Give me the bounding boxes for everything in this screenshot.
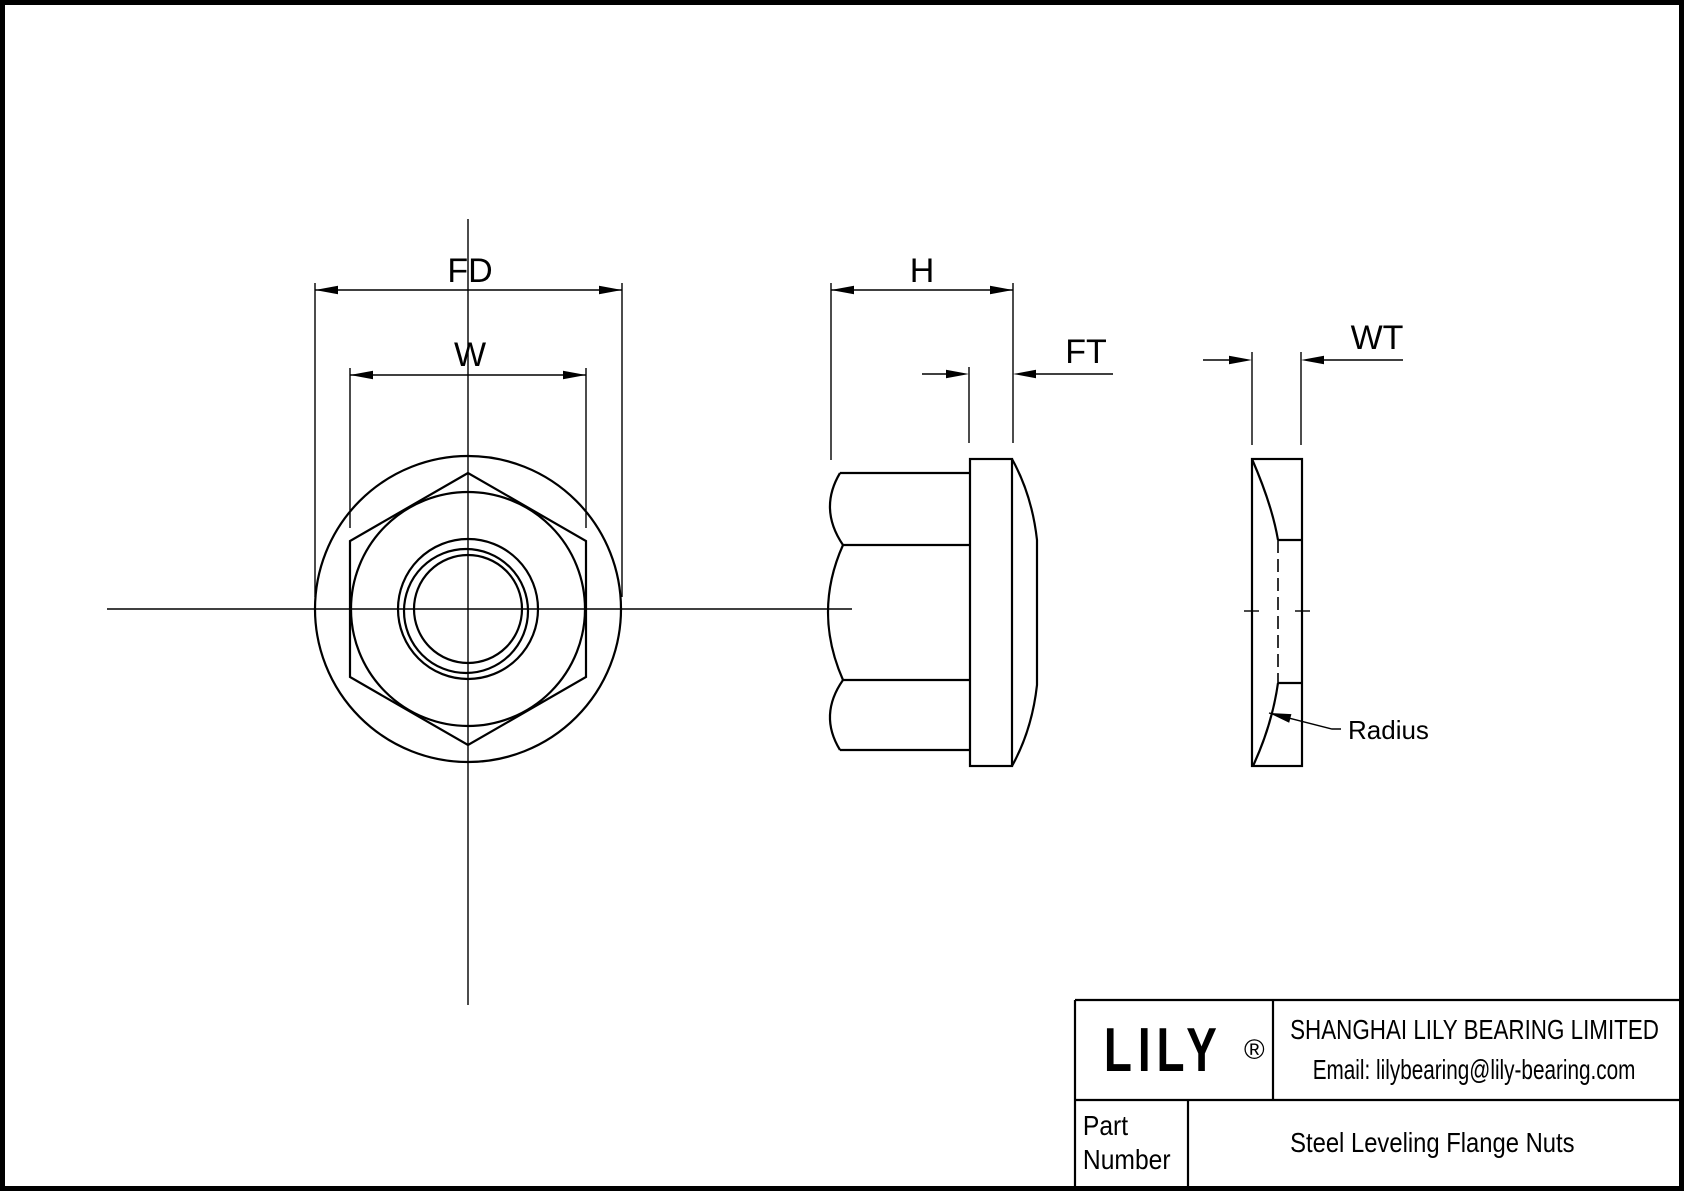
part-title-cell: Steel Leveling Flange Nuts	[1188, 1100, 1676, 1186]
thread-bore-circle	[412, 553, 524, 665]
dimension-wt: WT	[1203, 319, 1403, 445]
w-arrow-left	[350, 370, 373, 380]
radius-note-label: Radius	[1348, 715, 1429, 745]
part-number-label-cell: Part Number	[1075, 1100, 1188, 1186]
hex-corner-arc-bottom	[828, 679, 844, 751]
company-name: SHANGHAI LILY BEARING LIMITED	[1290, 1014, 1659, 1045]
fd-arrow-left	[315, 285, 338, 295]
part-number-label: Part Number	[1082, 1110, 1171, 1175]
h-dimension-label: H	[910, 252, 935, 290]
ft-arrow-right	[1013, 369, 1036, 379]
ft-arrow-left	[946, 369, 969, 379]
hex-chamfer-circle	[349, 490, 587, 728]
fd-dimension-label: FD	[447, 252, 492, 290]
flange-bevel-profile	[1011, 458, 1039, 767]
dimension-h: H	[830, 252, 1014, 460]
h-arrow-left	[831, 285, 854, 295]
registered-trademark-icon: ®	[1244, 1034, 1265, 1065]
hex-outline	[348, 471, 588, 747]
washer-cone-top-curve	[1250, 458, 1280, 541]
h-arrow-right	[990, 285, 1013, 295]
w-arrow-right	[563, 370, 586, 380]
dimension-ft: FT	[922, 333, 1113, 443]
company-email: Email: lilybearing@lily-bearing.com	[1313, 1054, 1636, 1085]
flange-outer-circle	[313, 454, 623, 764]
dimension-w: W	[349, 336, 587, 528]
side-view	[826, 457, 1039, 768]
ft-dimension-label: FT	[1065, 333, 1107, 371]
washer-section-view	[1244, 457, 1310, 768]
front-view	[107, 219, 852, 1005]
radius-leader-arrow	[1269, 713, 1292, 723]
wt-arrow-left	[1229, 355, 1252, 365]
wt-arrow-right	[1301, 355, 1324, 365]
fd-arrow-right	[599, 285, 622, 295]
lily-logo: LILY	[1104, 1015, 1224, 1085]
radius-callout: Radius	[1268, 712, 1429, 745]
title-block-grid	[1073, 998, 1679, 1188]
w-dimension-label: W	[454, 336, 486, 374]
company-cell: SHANGHAI LILY BEARING LIMITED Email: lil…	[1273, 1000, 1676, 1100]
thread-relief-circle	[402, 547, 530, 675]
wt-dimension-label: WT	[1351, 319, 1404, 357]
logo-cell: LILY ®	[1075, 1000, 1273, 1100]
washer-outline	[1250, 457, 1304, 768]
hex-corner-arc-top	[828, 472, 844, 546]
flange-plate	[968, 457, 1014, 768]
washer-cone-bottom-curve	[1252, 682, 1280, 767]
part-title: Steel Leveling Flange Nuts	[1289, 1127, 1575, 1158]
dimension-fd: FD	[314, 252, 623, 597]
thread-major-circle	[396, 537, 540, 681]
hex-corner-arc-middle	[826, 544, 845, 681]
